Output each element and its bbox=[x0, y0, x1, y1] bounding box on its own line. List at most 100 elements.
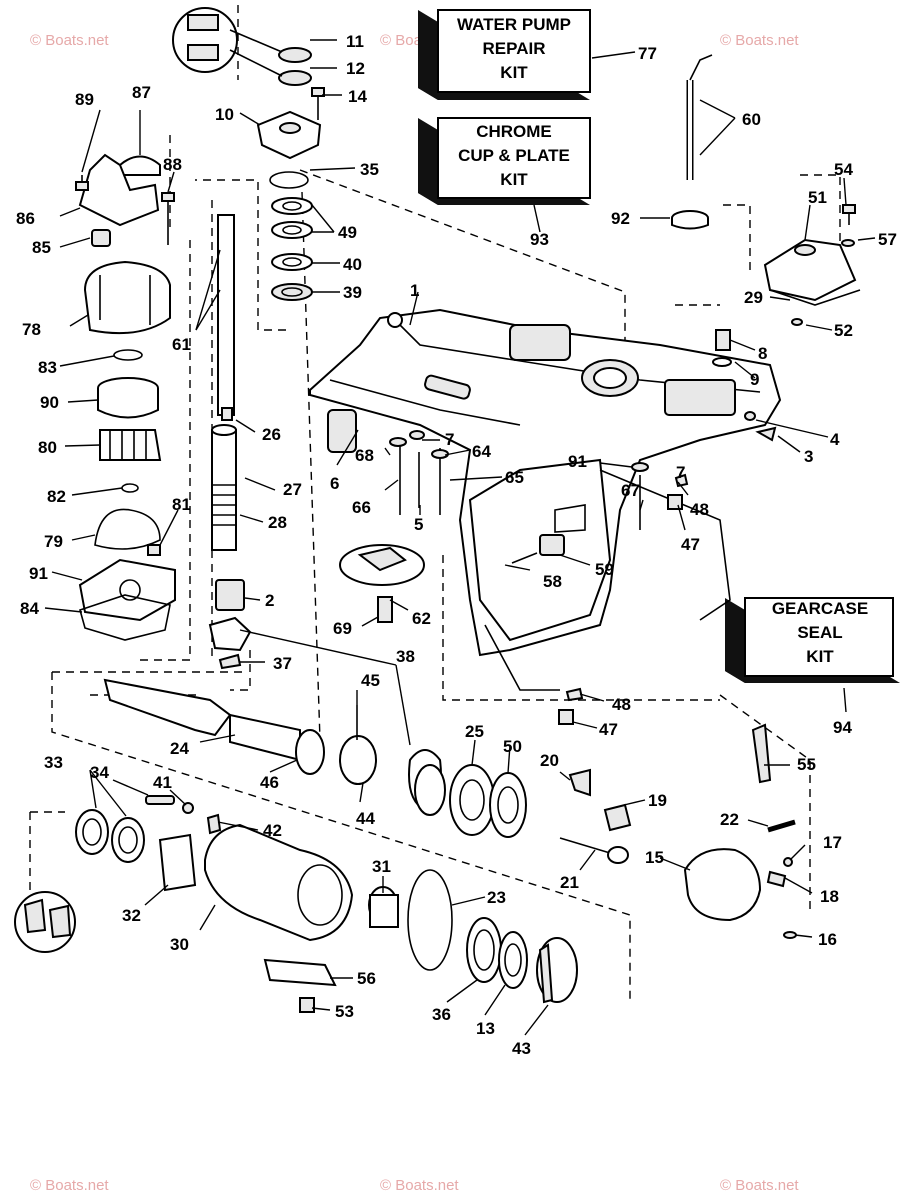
bearing-carrier bbox=[14, 795, 578, 1013]
kit-water-pump[interactable]: WATER PUMP REPAIR KIT bbox=[418, 9, 591, 100]
part-number: 84 bbox=[20, 599, 39, 618]
kit-line: SEAL bbox=[797, 623, 842, 642]
part-number: 65 bbox=[505, 468, 524, 487]
part-number: 47 bbox=[599, 720, 618, 739]
part-number: 44 bbox=[356, 809, 375, 828]
part-number: 25 bbox=[465, 722, 484, 741]
part-number: 94 bbox=[833, 718, 852, 737]
part-number: 6 bbox=[330, 474, 339, 493]
part-number: 7 bbox=[445, 430, 454, 449]
kit-line: GEARCASE bbox=[772, 599, 868, 618]
part-number: 48 bbox=[690, 500, 709, 519]
part-number: 54 bbox=[834, 160, 853, 179]
part-number: 3 bbox=[804, 447, 813, 466]
part-number: 2 bbox=[265, 591, 274, 610]
part-number: 13 bbox=[476, 1019, 495, 1038]
part-number: 85 bbox=[32, 238, 51, 257]
part-number: 58 bbox=[543, 572, 562, 591]
part-number: 29 bbox=[744, 288, 763, 307]
part-number: 41 bbox=[153, 773, 172, 792]
kit-line: CUP & PLATE bbox=[458, 146, 570, 165]
kit-line: REPAIR bbox=[483, 39, 546, 58]
part-number: 37 bbox=[273, 654, 292, 673]
part-number: 12 bbox=[346, 59, 365, 78]
part-number: 61 bbox=[172, 335, 191, 354]
part-number: 53 bbox=[335, 1002, 354, 1021]
part-number: 22 bbox=[720, 810, 739, 829]
part-number: 93 bbox=[530, 230, 549, 249]
part-number: 64 bbox=[472, 442, 491, 461]
part-number: 39 bbox=[343, 283, 362, 302]
part-number: 30 bbox=[170, 935, 189, 954]
part-number: 18 bbox=[820, 887, 839, 906]
part-number: 50 bbox=[503, 737, 522, 756]
part-number: 88 bbox=[163, 155, 182, 174]
part-number: 19 bbox=[648, 791, 667, 810]
water-pump-parts bbox=[78, 153, 176, 641]
part-number: 69 bbox=[333, 619, 352, 638]
part-number: 20 bbox=[540, 751, 559, 770]
part-number: 23 bbox=[487, 888, 506, 907]
part-number: 86 bbox=[16, 209, 35, 228]
shift-rod bbox=[671, 54, 713, 230]
part-number: 28 bbox=[268, 513, 287, 532]
part-number: 59 bbox=[595, 560, 614, 579]
part-number: 14 bbox=[348, 87, 367, 106]
part-number: 31 bbox=[372, 857, 391, 876]
part-number: 15 bbox=[645, 848, 664, 867]
part-number: 17 bbox=[823, 833, 842, 852]
part-number: 79 bbox=[44, 532, 63, 551]
kit-line: KIT bbox=[500, 170, 528, 189]
kit-line: WATER PUMP bbox=[457, 15, 571, 34]
part-number: 60 bbox=[742, 110, 761, 129]
leader-lines bbox=[44, 39, 876, 1036]
part-number: 92 bbox=[611, 209, 630, 228]
watermark: © Boats.net bbox=[30, 32, 109, 49]
part-number: 56 bbox=[357, 969, 376, 988]
kit-gearcase-seal[interactable]: GEARCASE SEAL KIT bbox=[725, 597, 900, 683]
part-number: 48 bbox=[612, 695, 631, 714]
part-number: 46 bbox=[260, 773, 279, 792]
part-number: 7 bbox=[676, 463, 685, 482]
screws-left bbox=[75, 175, 175, 245]
watermark: © Boats.net bbox=[30, 1177, 109, 1194]
anode-plate bbox=[339, 544, 425, 586]
kit-line: CHROME bbox=[476, 122, 552, 141]
kit-line: KIT bbox=[806, 647, 834, 666]
part-number: 32 bbox=[122, 906, 141, 925]
watermark: © Boats.net bbox=[720, 1177, 799, 1194]
part-number: 10 bbox=[215, 105, 234, 124]
part-number: 87 bbox=[132, 83, 151, 102]
part-number: 40 bbox=[343, 255, 362, 274]
part-number: 5 bbox=[414, 515, 423, 534]
part-number: 35 bbox=[360, 160, 379, 179]
part-number: 36 bbox=[432, 1005, 451, 1024]
part-number: 21 bbox=[560, 873, 579, 892]
part-number: 89 bbox=[75, 90, 94, 109]
shift-cover bbox=[712, 204, 861, 442]
kit-chrome-cup[interactable]: CHROME CUP & PLATE KIT bbox=[418, 117, 591, 205]
part-number: 90 bbox=[40, 393, 59, 412]
part-number: 91 bbox=[568, 452, 587, 471]
part-number: 45 bbox=[361, 671, 380, 690]
part-number: 38 bbox=[396, 647, 415, 666]
part-number: 8 bbox=[758, 344, 767, 363]
driveshaft bbox=[208, 214, 252, 670]
part-number: 27 bbox=[283, 480, 302, 499]
watermark: © Boats.net bbox=[720, 32, 799, 49]
part-number-callouts: 11 12 14 10 35 49 40 39 77 93 60 92 54 5… bbox=[16, 32, 897, 1058]
part-number: 62 bbox=[412, 609, 431, 628]
part-number: 55 bbox=[797, 755, 816, 774]
part-number: 26 bbox=[262, 425, 281, 444]
part-number: 1 bbox=[410, 281, 419, 300]
gearcase-housing bbox=[309, 308, 782, 691]
part-number: 68 bbox=[355, 446, 374, 465]
part-number: 42 bbox=[263, 821, 282, 840]
part-number: 47 bbox=[681, 535, 700, 554]
driveshaft-stack bbox=[172, 7, 325, 301]
part-number: 11 bbox=[346, 32, 364, 51]
part-number: 4 bbox=[830, 430, 840, 449]
part-number: 82 bbox=[47, 487, 66, 506]
bolts bbox=[327, 409, 689, 725]
